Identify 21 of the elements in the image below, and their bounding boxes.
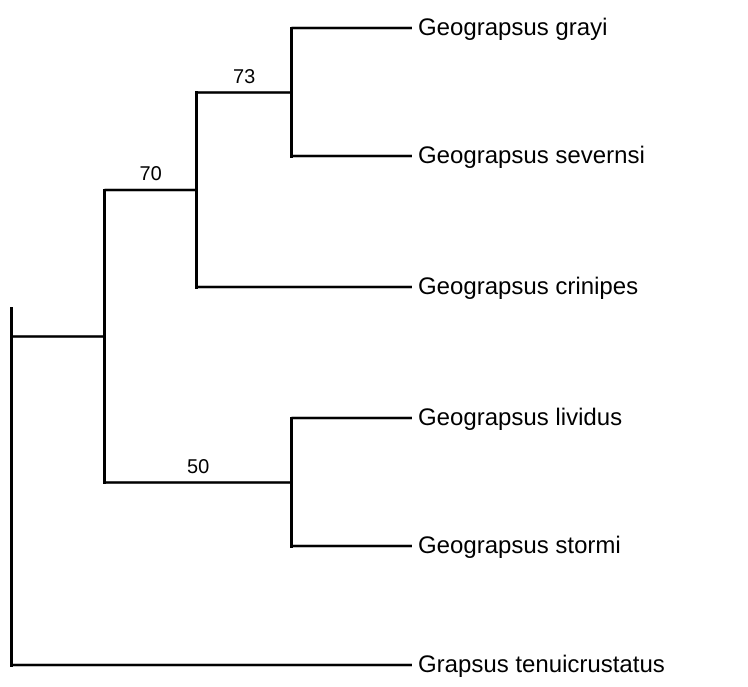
branch-line bbox=[196, 91, 292, 94]
branch-line bbox=[292, 26, 412, 30]
taxon-label: Geograpsus severnsi bbox=[418, 141, 645, 171]
branch-line bbox=[292, 154, 412, 158]
branch-line bbox=[104, 481, 292, 484]
taxon-label: Geograpsus grayi bbox=[418, 13, 608, 43]
node-bar bbox=[290, 416, 293, 548]
node-bar bbox=[195, 90, 198, 290]
taxon-label: Geograpsus crinipes bbox=[418, 272, 638, 302]
branch-line bbox=[292, 416, 412, 420]
branch-line bbox=[12, 664, 412, 666]
node-bar bbox=[290, 26, 293, 158]
branch-line bbox=[12, 335, 104, 338]
branch-line bbox=[292, 544, 412, 548]
branch-line bbox=[104, 188, 196, 192]
taxon-label: Grapsus tenuicrustatus bbox=[418, 650, 665, 680]
node-bar bbox=[103, 188, 106, 484]
taxon-label: Geograpsus lividus bbox=[418, 403, 622, 433]
node-bar bbox=[10, 306, 13, 668]
taxon-label: Geograpsus stormi bbox=[418, 531, 621, 561]
branch-line bbox=[196, 286, 412, 288]
